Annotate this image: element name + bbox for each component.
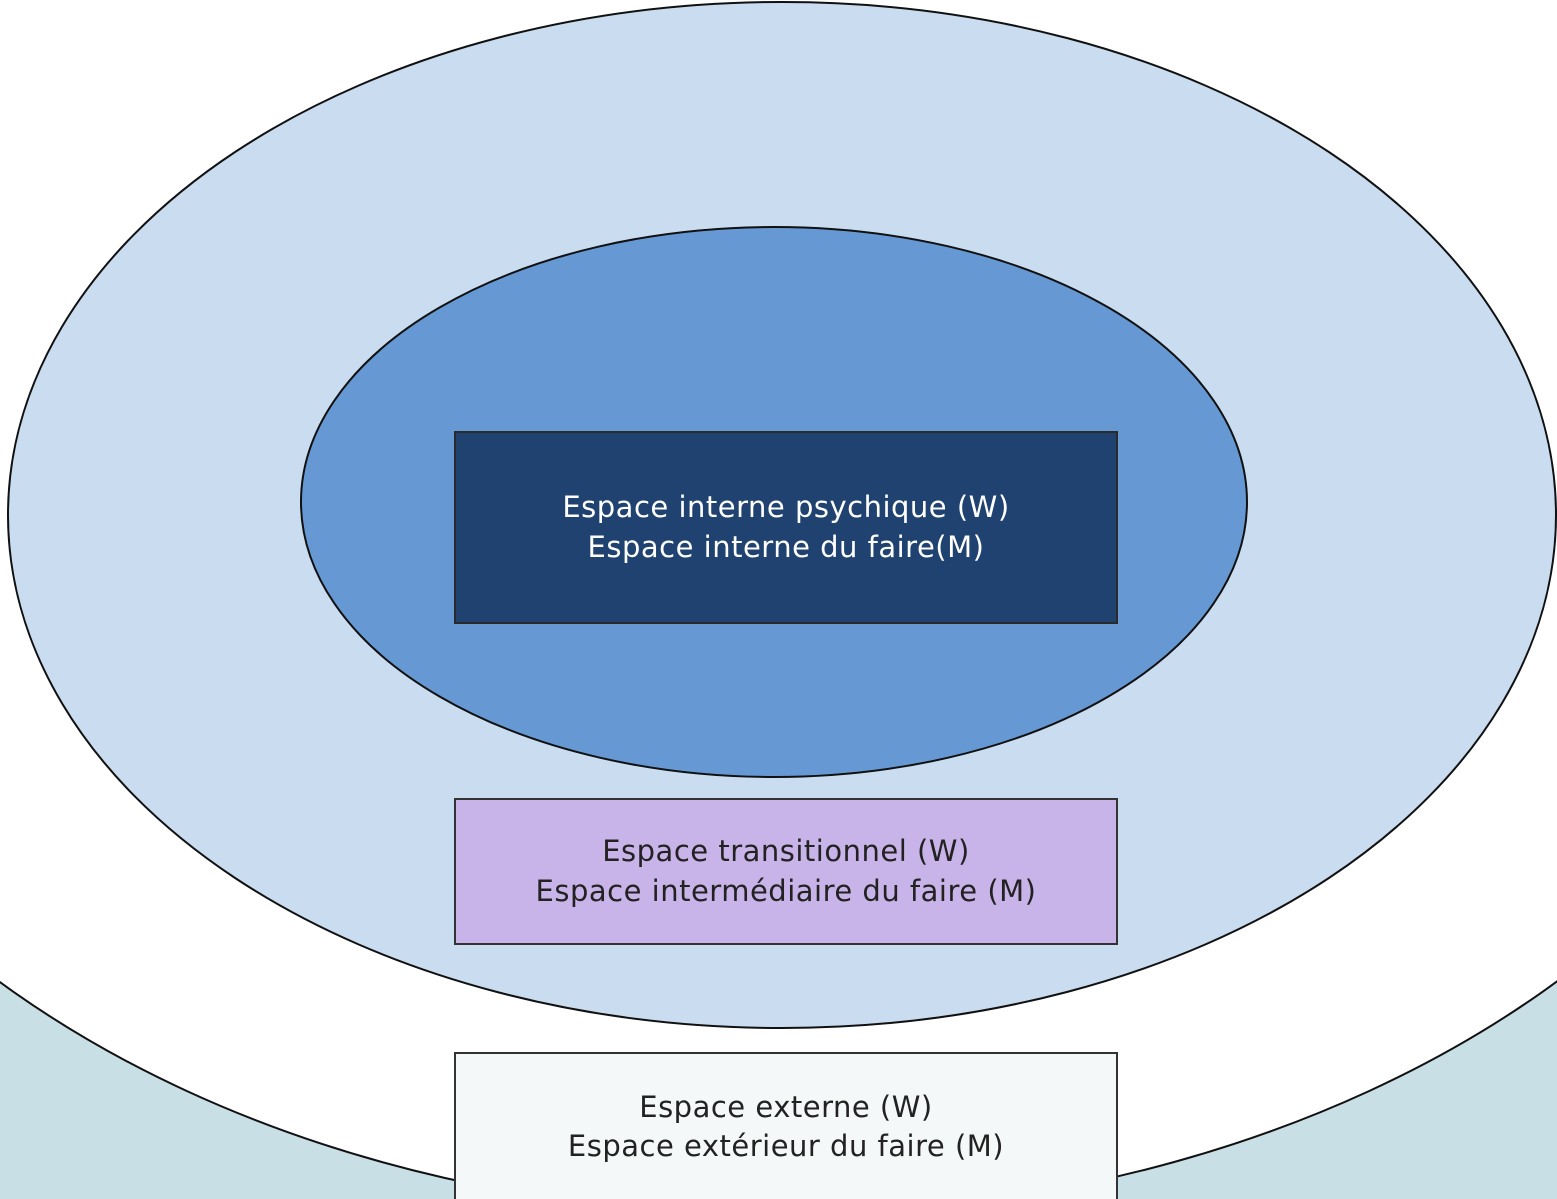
- external-space-line-1: Espace externe (W): [639, 1089, 933, 1124]
- inner-space-box: Espace interne psychique (W) Espace inte…: [454, 431, 1118, 624]
- inner-space-line-1: Espace interne psychique (W): [562, 490, 1010, 525]
- inner-space-line-2: Espace interne du faire(M): [587, 529, 985, 564]
- transitional-space-box: Espace transitionnel (W) Espace interméd…: [454, 798, 1118, 945]
- external-space-line-2: Espace extérieur du faire (M): [567, 1129, 1005, 1163]
- transitional-space-line-1: Espace transitionnel (W): [602, 834, 970, 869]
- transitional-space-line-2: Espace intermédiaire du faire (M): [535, 873, 1037, 908]
- external-space-box: Espace externe (W) Espace extérieur du f…: [454, 1052, 1118, 1199]
